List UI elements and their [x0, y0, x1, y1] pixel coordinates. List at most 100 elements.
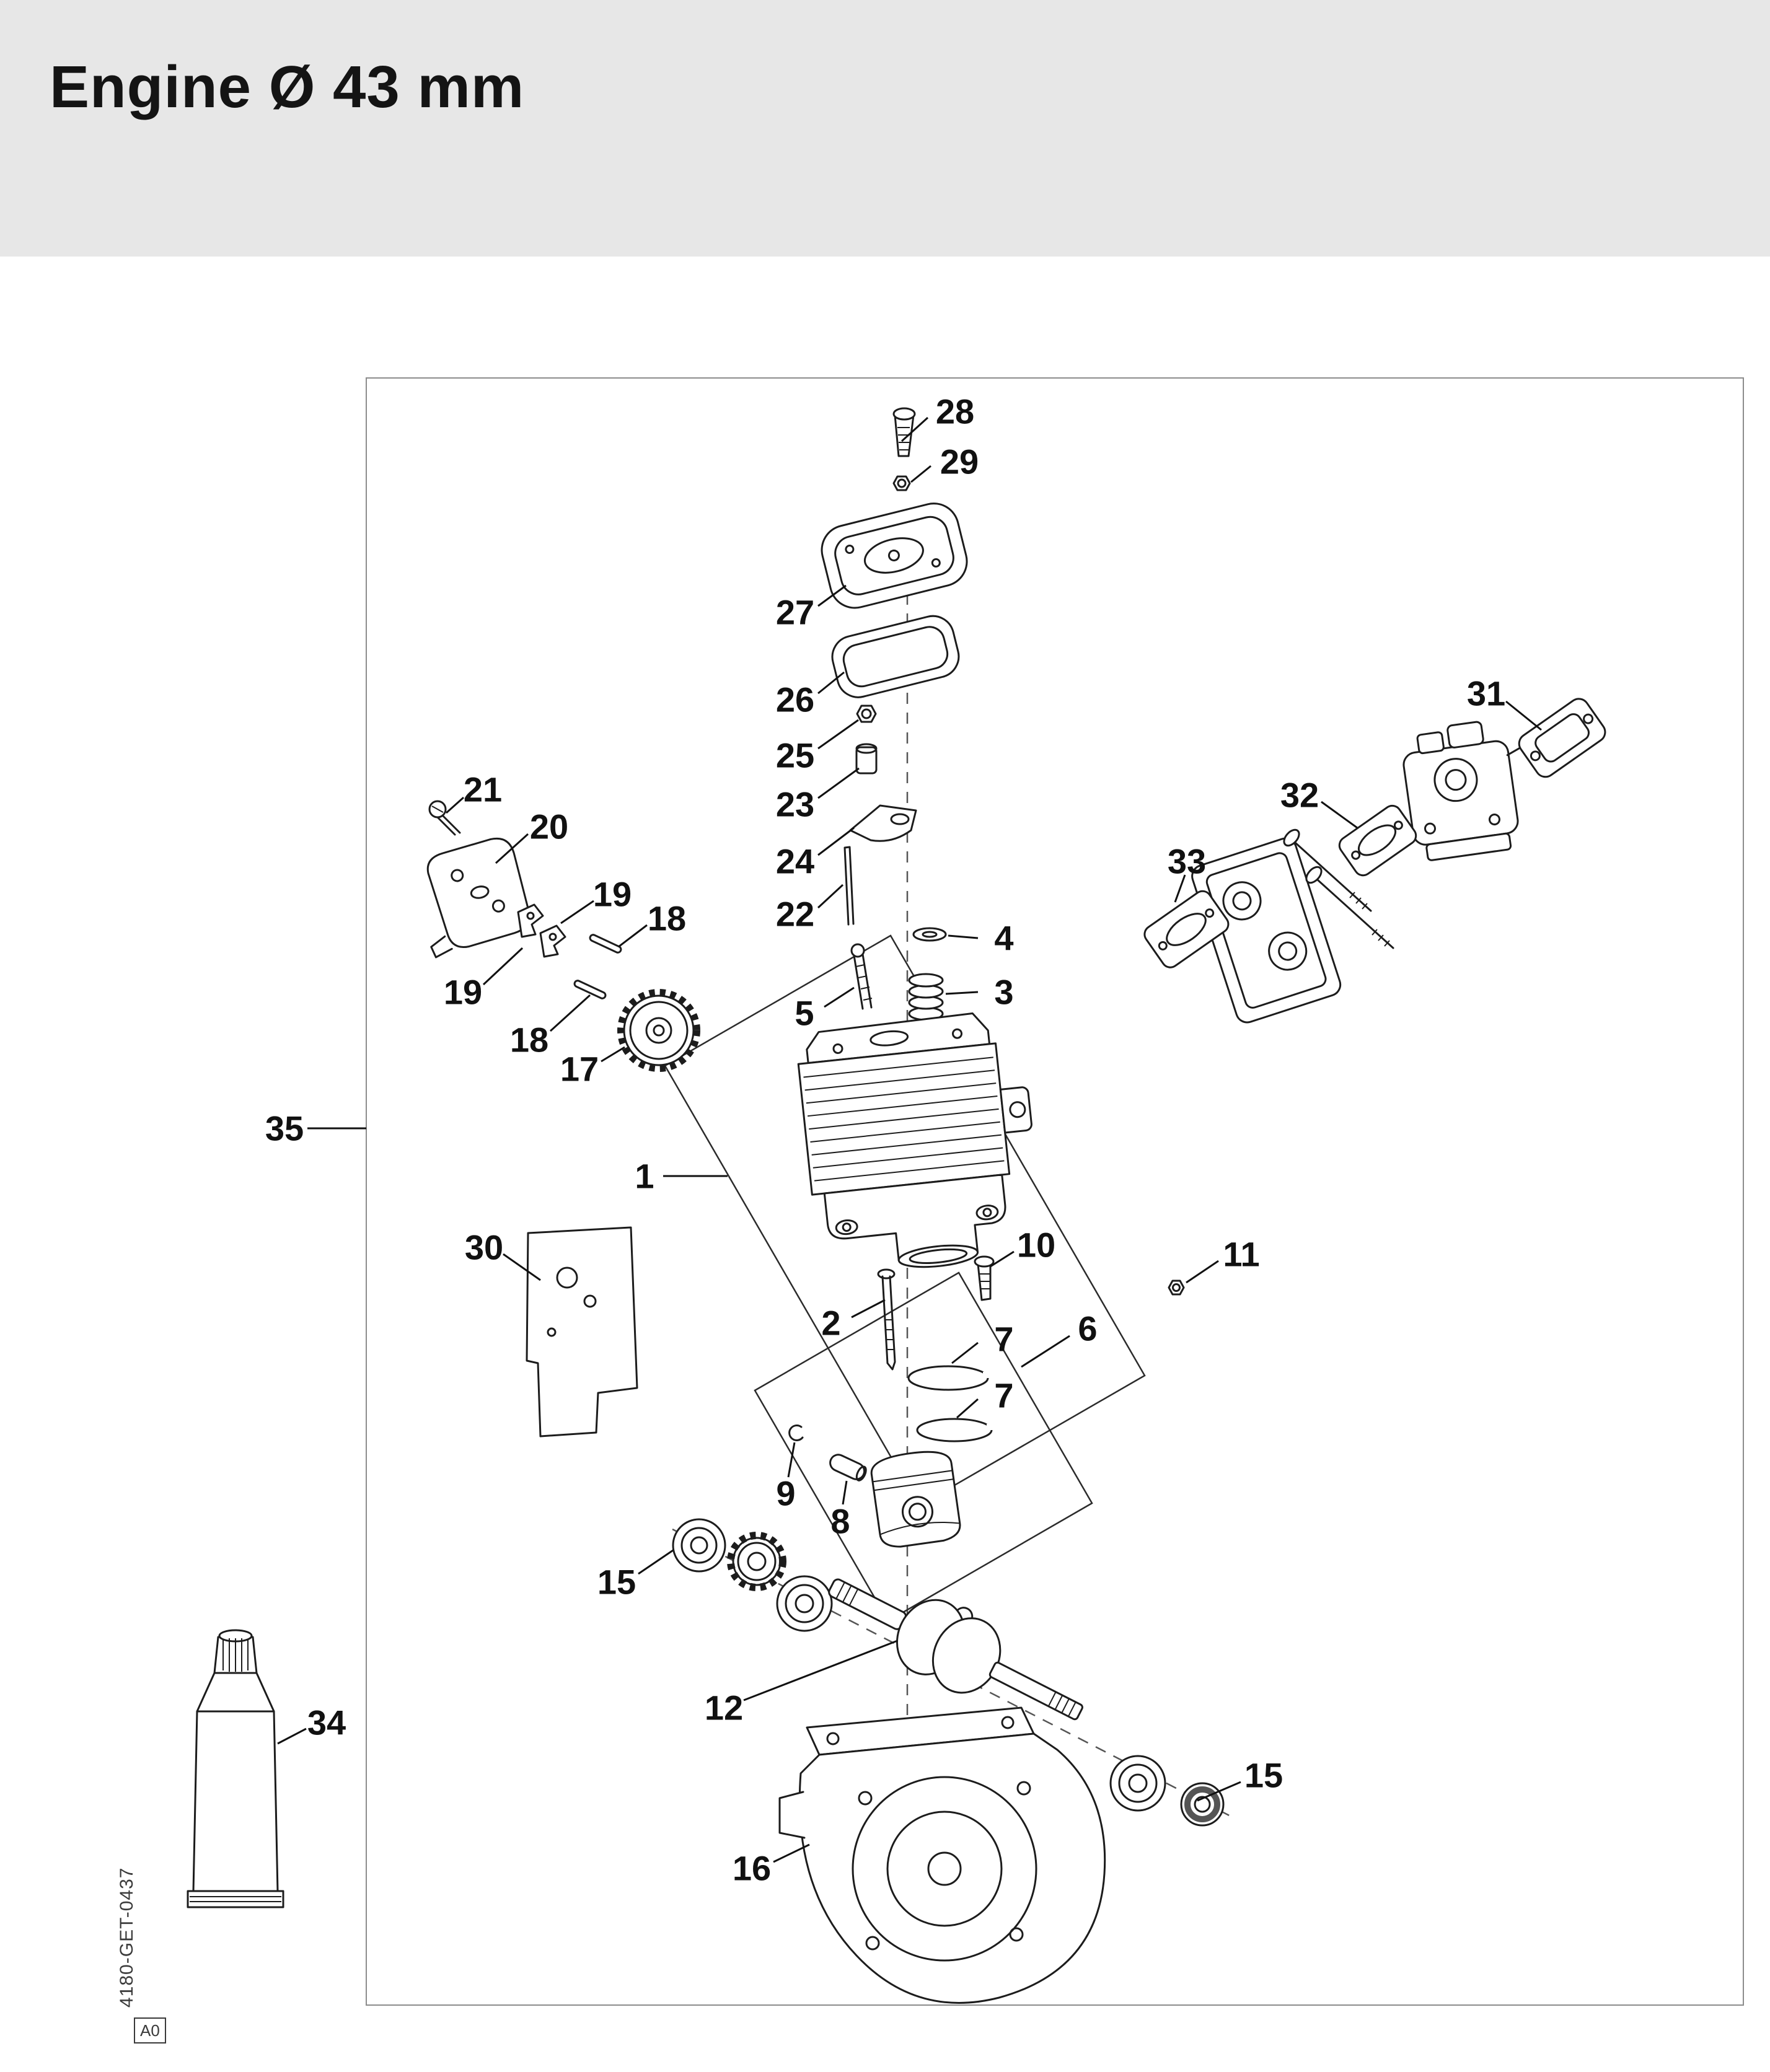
leader-line-17	[601, 1046, 625, 1063]
callout-28: 28	[936, 392, 974, 431]
bearing-15-left-illustration	[672, 1518, 726, 1573]
leader-line-32	[1321, 801, 1358, 829]
callout-11: 11	[1223, 1235, 1259, 1274]
callout-30: 30	[465, 1228, 503, 1267]
leader-line-29	[910, 465, 931, 483]
cylinder-group-box	[664, 934, 1146, 1507]
leader-line-30	[503, 1253, 541, 1281]
leader-line-22	[817, 884, 844, 909]
callout-4: 4	[994, 919, 1013, 958]
leader-line-16	[773, 1843, 810, 1863]
leader-line-15	[638, 1549, 674, 1575]
air-filter-base-illustration	[1191, 837, 1342, 1024]
crank-gear-illustration	[727, 1532, 786, 1591]
leader-line-19	[560, 900, 594, 924]
sealant-tube-illustration	[187, 1629, 284, 1908]
leader-line-20	[495, 833, 529, 864]
callout-21: 21	[464, 770, 502, 809]
callout-5: 5	[795, 994, 814, 1033]
nut-25-illustration	[856, 705, 877, 723]
callout-6: 6	[1078, 1309, 1097, 1348]
gasket-31-illustration	[1518, 698, 1606, 778]
callout-25: 25	[776, 736, 814, 775]
cover-plate-20-illustration	[426, 837, 531, 959]
sheet-code-box: A0	[134, 2017, 166, 2043]
callout-22: 22	[776, 895, 814, 934]
bearing-crank-illustration	[776, 1575, 833, 1632]
bolt-10-illustration	[974, 1255, 995, 1301]
washer-4-illustration	[912, 927, 947, 942]
callout-17: 17	[560, 1050, 599, 1089]
screw-21-illustration	[428, 800, 461, 836]
intake-elbow-illustration	[849, 804, 917, 842]
leader-line-12	[743, 1640, 898, 1701]
diagram-frame	[366, 377, 1744, 2006]
gasket-plate-30-illustration	[526, 1226, 638, 1438]
rod-22-illustration	[843, 846, 855, 926]
callout-26: 26	[776, 680, 814, 719]
callout-29: 29	[940, 442, 979, 481]
page-header: Engine Ø 43 mm	[0, 0, 1770, 257]
callout-12: 12	[705, 1688, 743, 1727]
circlip-9-illustration	[788, 1424, 804, 1441]
gasket-32-illustration	[1338, 804, 1417, 877]
bolt-28-illustration	[892, 407, 916, 457]
leader-line-9	[787, 1442, 796, 1478]
leader-line-25	[817, 719, 859, 750]
head-cover-illustration	[821, 503, 968, 609]
callout-10: 10	[1017, 1226, 1055, 1265]
callout-20: 20	[530, 807, 568, 846]
piston-ring-illustration	[907, 1365, 995, 1442]
callout-layer: 2829272625232422313233212019181918174351…	[265, 392, 1542, 1888]
callout-18: 18	[510, 1021, 548, 1060]
callout-16: 16	[733, 1849, 771, 1888]
leader-line-15	[1197, 1781, 1241, 1802]
gasket-33-illustration	[1143, 890, 1230, 968]
stud-5-illustration	[850, 943, 873, 1010]
screw-2-illustration	[877, 1268, 896, 1371]
callout-15: 15	[597, 1563, 636, 1602]
leader-line-8	[842, 1480, 848, 1505]
leader-line-31	[1505, 700, 1542, 731]
callout-24: 24	[776, 842, 814, 881]
callout-3: 3	[994, 973, 1013, 1012]
leader-line-7	[951, 1341, 979, 1364]
callout-7: 7	[994, 1376, 1013, 1415]
wrist-pin-illustration	[829, 1454, 867, 1482]
group-boxes	[664, 934, 1146, 1622]
crankcase-illustration	[778, 1706, 1106, 2004]
callout-31: 31	[1467, 674, 1505, 713]
callout-32: 32	[1280, 776, 1319, 815]
leader-line-18	[618, 924, 648, 948]
spring-3-illustration	[908, 973, 944, 1021]
nut-29-illustration	[892, 475, 911, 491]
sleeve-23-illustration	[855, 743, 878, 775]
piston-group-box	[754, 1271, 1093, 1622]
crankshaft-illustration	[828, 1578, 1083, 1721]
leader-line-19	[482, 947, 524, 986]
page-title: Engine Ø 43 mm	[50, 54, 525, 120]
leader-line-23	[817, 767, 860, 799]
leader-line-34	[277, 1727, 307, 1745]
leader-line-26	[817, 671, 845, 695]
callout-33: 33	[1168, 842, 1206, 881]
doc-code: 4180-GET-0437	[117, 1868, 138, 2008]
callout-35: 35	[265, 1109, 304, 1148]
leader-line-24	[817, 827, 855, 856]
carburetor-illustration	[1402, 721, 1531, 861]
leader-line-33	[1174, 874, 1186, 903]
callout-15: 15	[1244, 1756, 1283, 1795]
cover-gasket-illustration	[831, 615, 960, 698]
sheet-code-text: A0	[140, 2021, 160, 2040]
leader-line-18	[549, 994, 591, 1032]
gear-17-illustration	[617, 989, 700, 1072]
cylinder-illustration	[797, 1012, 1032, 1268]
leader-line-5	[824, 986, 855, 1008]
callout-34: 34	[307, 1703, 346, 1742]
pawl-19-illustration	[517, 903, 566, 958]
callout-8: 8	[830, 1502, 850, 1541]
bearing-15-right-illustration	[1109, 1755, 1166, 1812]
callout-18: 18	[648, 899, 686, 938]
piston-illustration	[870, 1451, 961, 1548]
